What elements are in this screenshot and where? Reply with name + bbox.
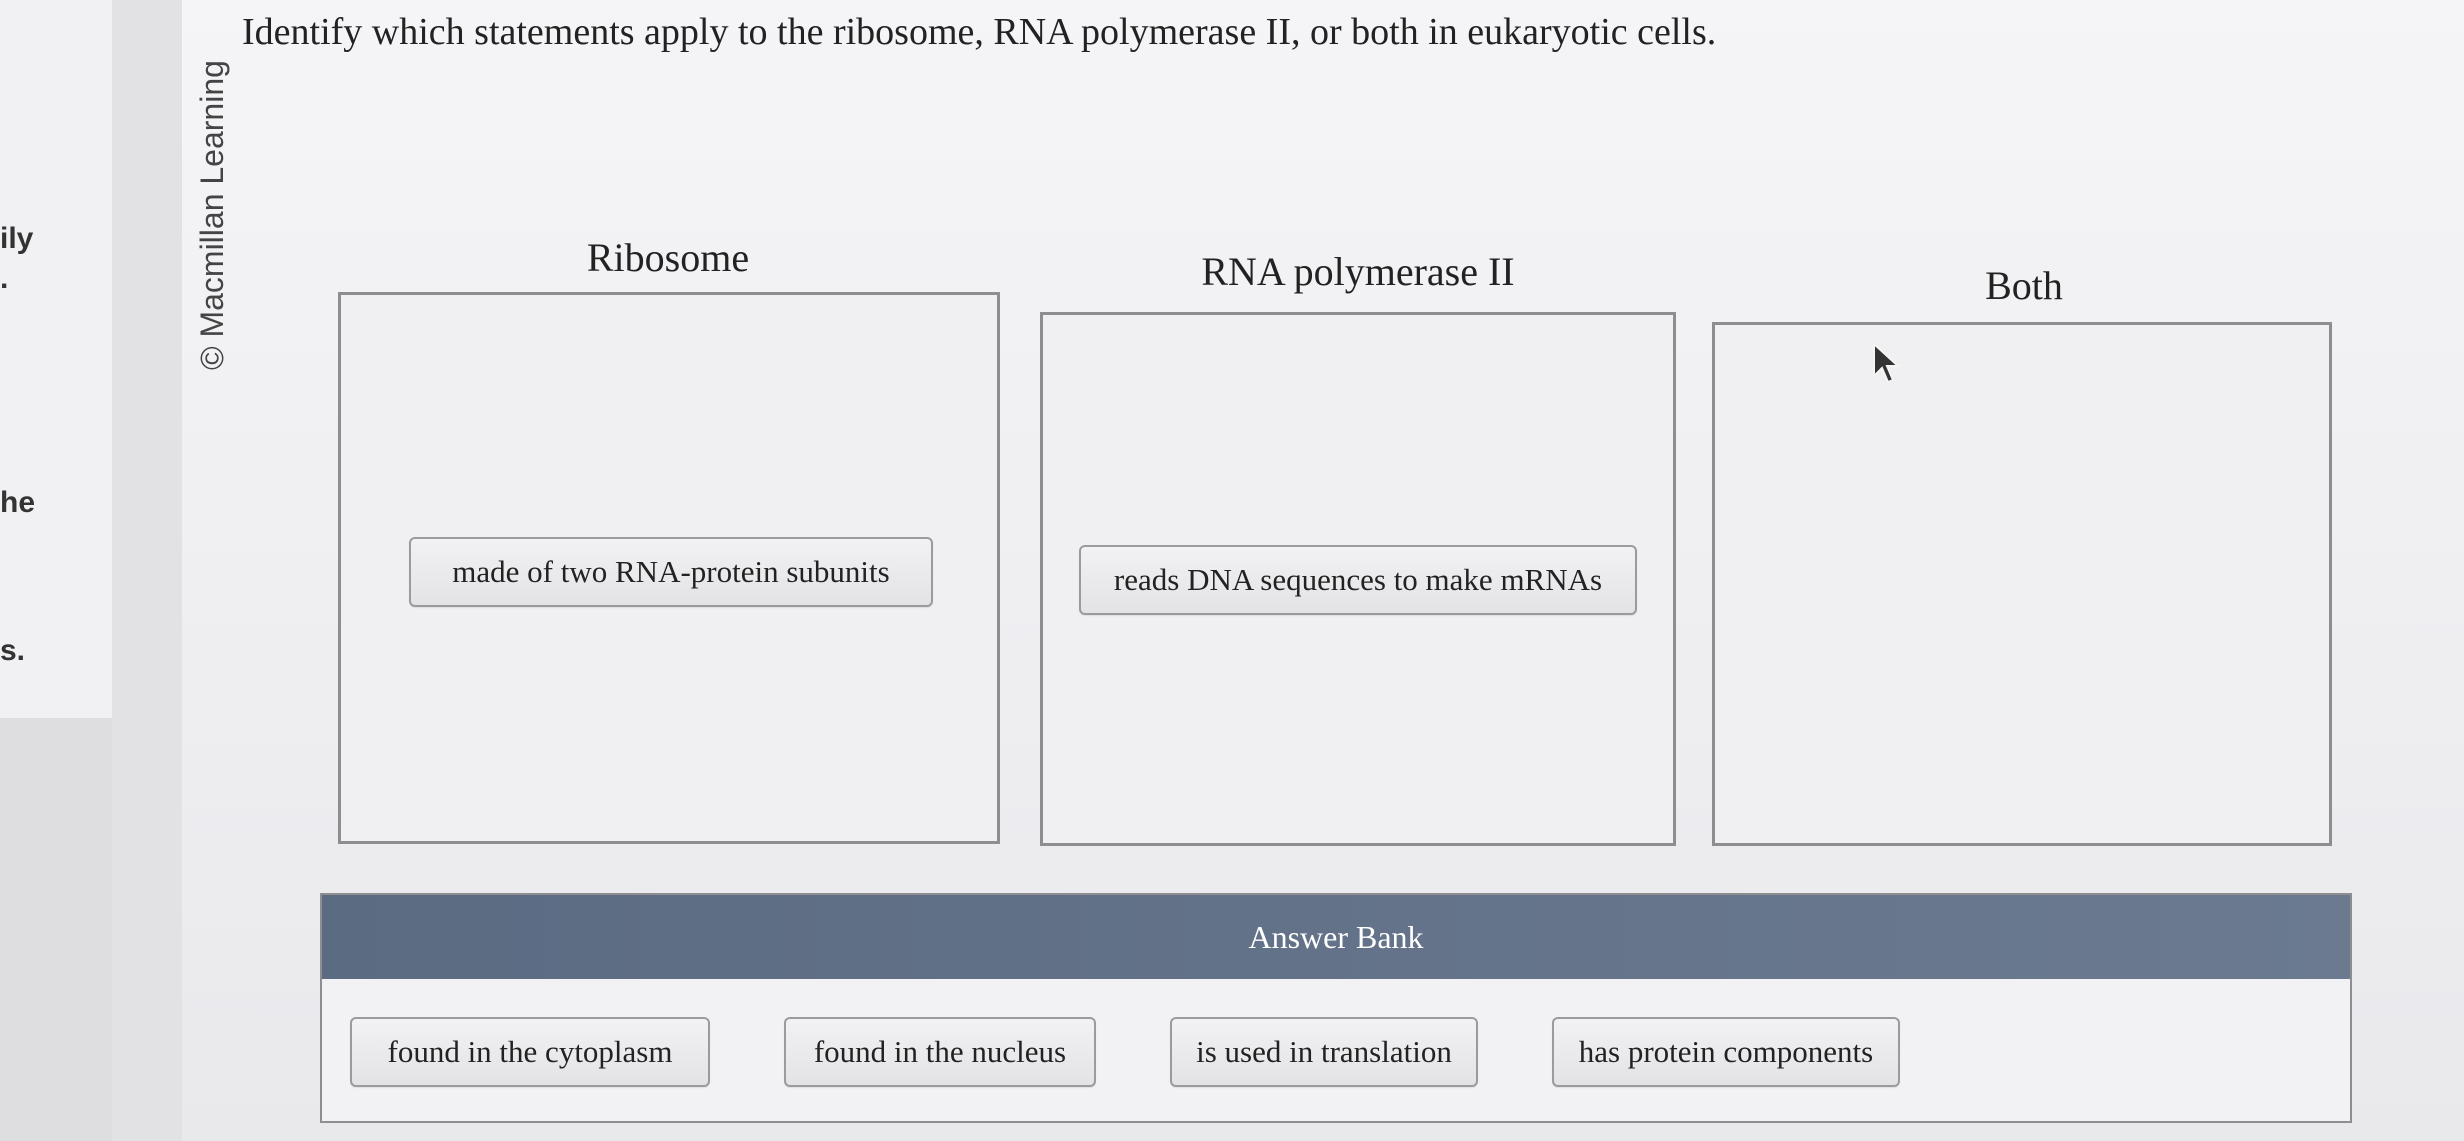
bin-title-both: Both — [1985, 263, 2063, 308]
copyright-label: © Macmillan Learning — [194, 60, 230, 370]
question-text: Identify which statements apply to the r… — [242, 11, 1717, 53]
pane-gutter — [112, 0, 182, 1141]
drop-zone-both[interactable] — [1712, 322, 2332, 846]
bin-title-rna-polymerase-ii: RNA polymerase II — [1201, 249, 1515, 294]
side-text-fragment: ily — [0, 222, 34, 255]
answer-chip-cytoplasm[interactable]: found in the cytoplasm — [350, 1017, 710, 1087]
drop-zone-rna-polymerase-ii[interactable]: reads DNA sequences to make mRNAs — [1040, 312, 1676, 846]
answer-chip-protein-components[interactable]: has protein components — [1552, 1017, 1900, 1087]
side-text-fragment: he — [0, 486, 36, 519]
previous-pane — [0, 0, 112, 718]
answer-chip-two-subunits[interactable]: made of two RNA-protein subunits — [409, 537, 933, 607]
answer-chip-translation[interactable]: is used in translation — [1170, 1017, 1478, 1087]
drop-zone-ribosome[interactable]: made of two RNA-protein subunits — [338, 292, 1000, 844]
previous-pane-lower — [0, 718, 112, 1141]
answer-chip-nucleus[interactable]: found in the nucleus — [784, 1017, 1096, 1087]
side-text-fragment: s. — [0, 634, 26, 667]
mouse-cursor-icon — [1873, 342, 1901, 384]
bin-title-ribosome: Ribosome — [586, 235, 750, 280]
answer-bank-header: Answer Bank — [322, 895, 2350, 979]
side-text-fragment: . — [0, 262, 9, 295]
answer-chip-reads-dna[interactable]: reads DNA sequences to make mRNAs — [1079, 545, 1637, 615]
answer-bank: Answer Bank found in the cytoplasm found… — [320, 893, 2352, 1123]
